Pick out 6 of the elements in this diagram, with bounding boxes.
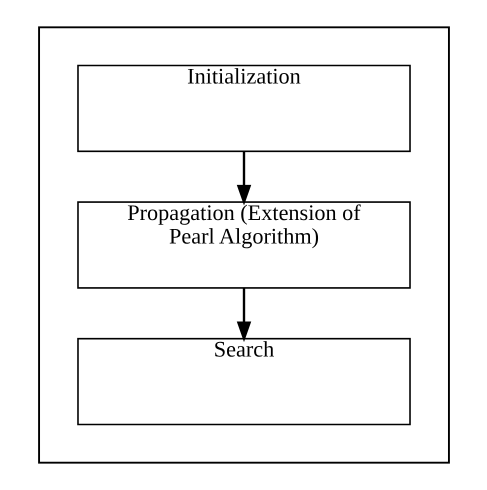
arrow (236, 151, 251, 206)
cluster (38, 26, 450, 464)
node-box: Search (76, 338, 410, 426)
arrow (236, 288, 251, 342)
node-box: Propagation (Extension of Pearl Algorithm) (76, 201, 410, 289)
node-box: Initialization (76, 64, 410, 152)
